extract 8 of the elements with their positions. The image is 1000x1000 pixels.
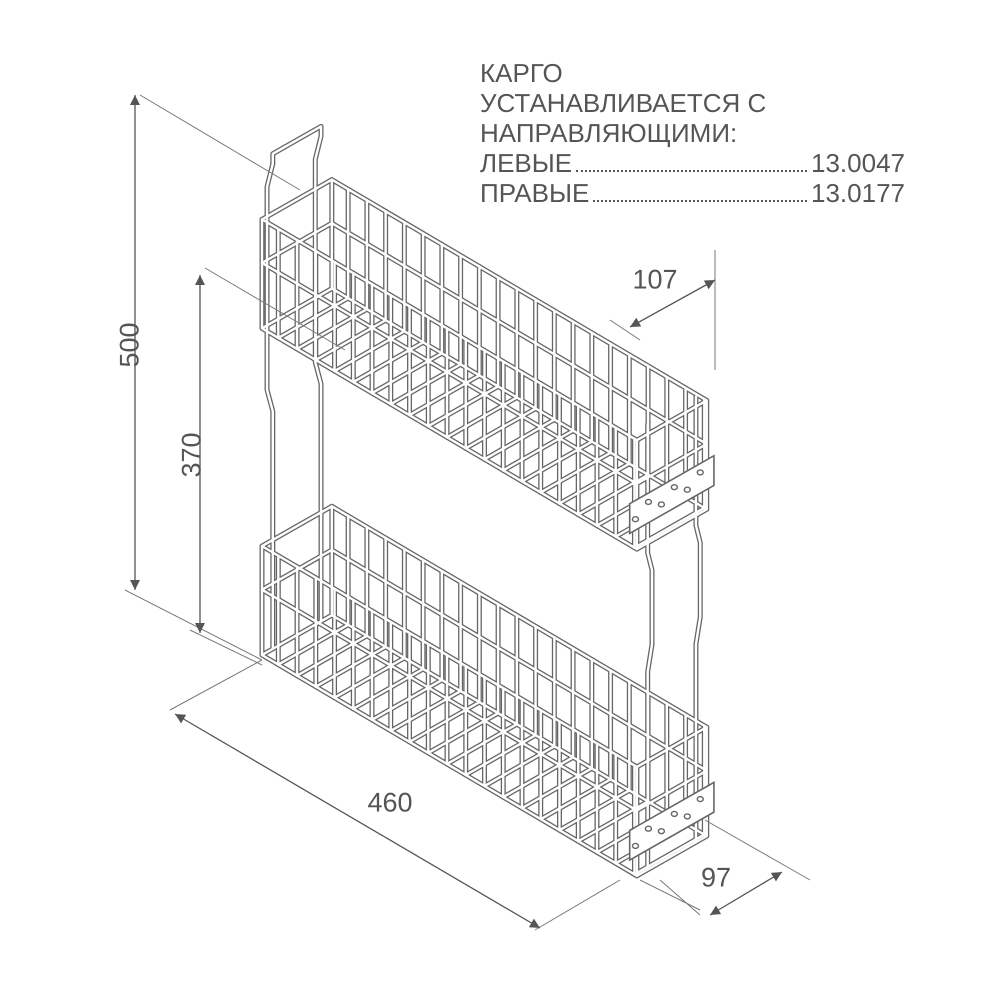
dimension-value: 107 bbox=[632, 264, 678, 296]
guide-side-label: ЛЕВЫЕ bbox=[480, 148, 572, 178]
dimension-value: 97 bbox=[700, 862, 732, 894]
article-number: 13.0047 bbox=[811, 148, 905, 178]
dimension-value: 460 bbox=[367, 788, 413, 818]
note-text: КАРГО УСТАНАВЛИВАЕТСЯ С НАПРАВЛЯЮЩИМИ: bbox=[480, 58, 768, 148]
guide-side-label: ПРАВЫЕ bbox=[480, 178, 590, 208]
article-number: 13.0177 bbox=[811, 178, 905, 208]
